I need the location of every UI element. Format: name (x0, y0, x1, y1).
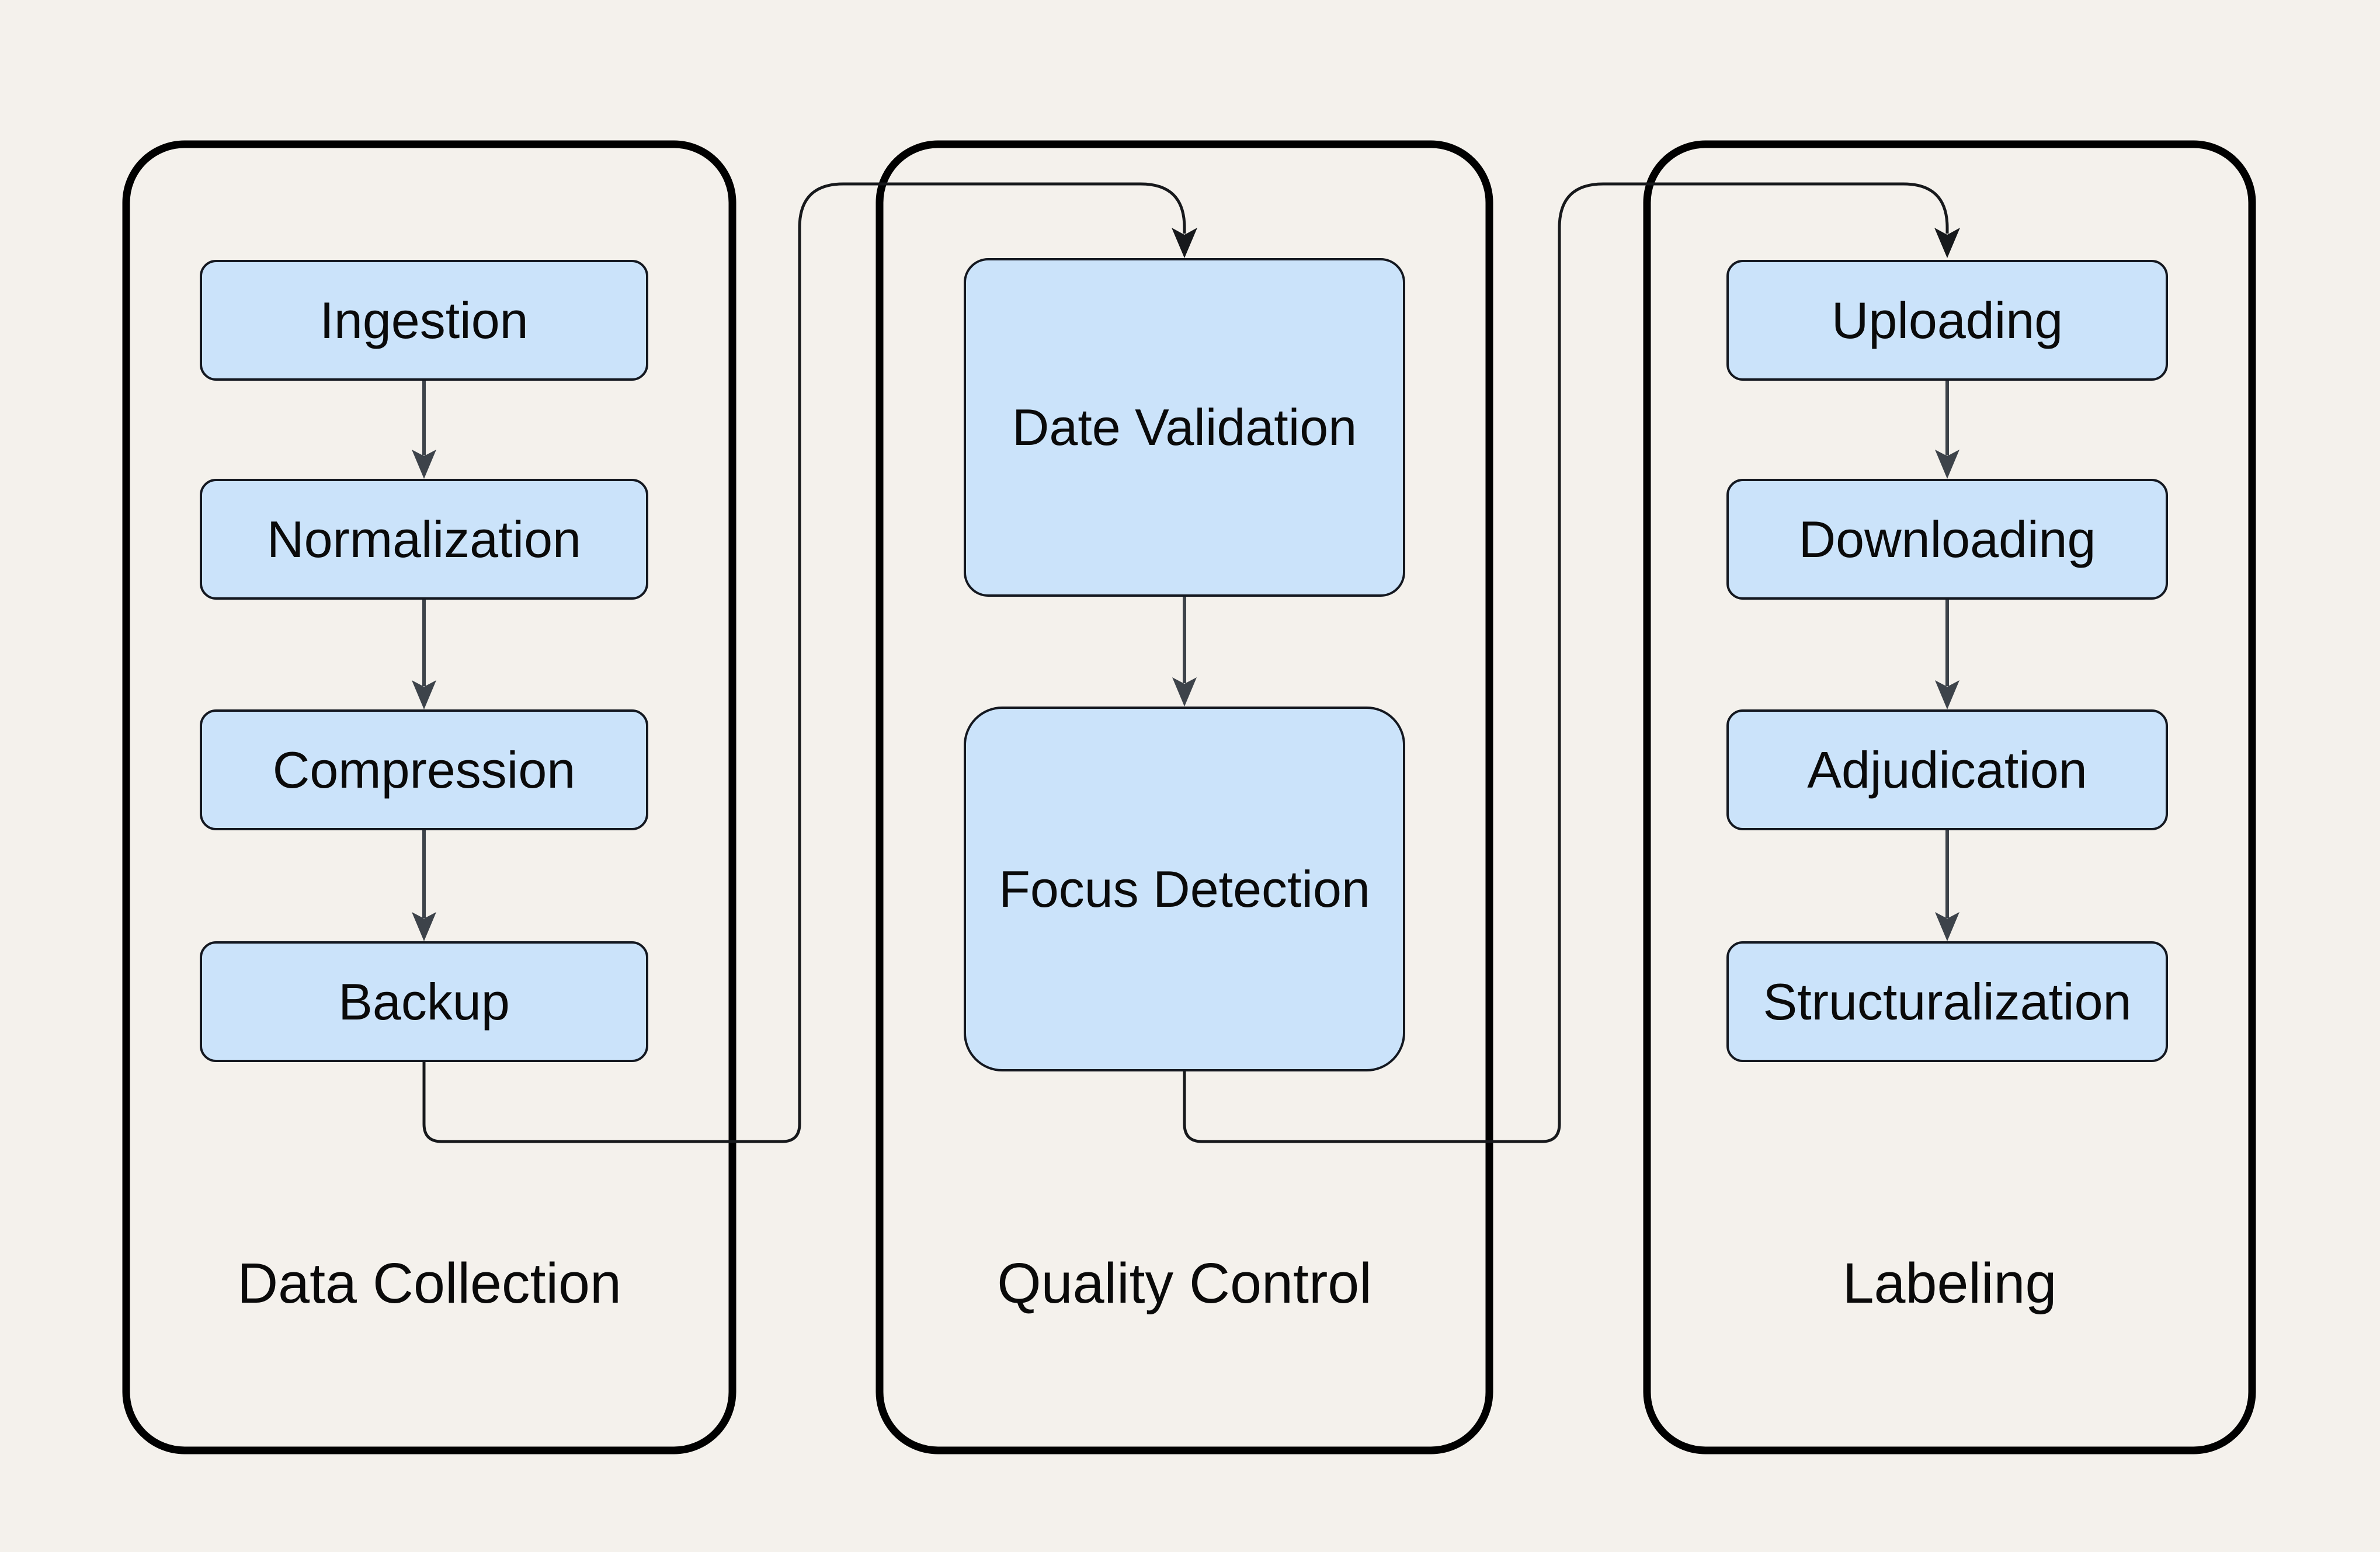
arrowhead-compression-to-backup (412, 912, 436, 941)
link-focus-detection-to-uploading (1183, 182, 1949, 1143)
node-structuralization: Structuralization (1726, 941, 2168, 1062)
group-label-labeling: Labeling (1842, 1251, 2057, 1315)
node-normalization: Normalization (200, 479, 648, 600)
node-adjudication-label: Adjudication (1807, 740, 2087, 799)
node-uploading-label: Uploading (1831, 291, 2063, 349)
node-backup: Backup (200, 941, 648, 1062)
container-quality-control (875, 140, 1493, 1454)
node-normalization-label: Normalization (267, 510, 581, 568)
arrowhead-adjudication-to-structuralization (1935, 912, 1959, 941)
arrowhead-focus-detection-to-uploading (1934, 228, 1960, 258)
node-compression-label: Compression (272, 740, 576, 799)
node-date-validation: Date Validation (964, 258, 1405, 597)
node-ingestion-label: Ingestion (319, 291, 529, 349)
container-data-collection (122, 140, 736, 1454)
node-structuralization-label: Structuralization (1763, 972, 2132, 1031)
node-uploading: Uploading (1726, 260, 2168, 381)
node-adjudication: Adjudication (1726, 709, 2168, 830)
node-ingestion: Ingestion (200, 260, 648, 381)
link-backup-to-date-validation (422, 182, 1186, 1143)
node-focus-detection-label: Focus Detection (999, 859, 1370, 918)
node-downloading-label: Downloading (1798, 510, 2096, 568)
arrowhead-downloading-to-adjudication (1935, 680, 1959, 709)
node-date-validation-label: Date Validation (1012, 398, 1357, 456)
arrowhead-normalization-to-compression (412, 680, 436, 709)
node-focus-detection: Focus Detection (964, 707, 1405, 1071)
arrowhead-backup-to-date-validation (1172, 228, 1197, 258)
node-backup-label: Backup (338, 972, 510, 1031)
group-label-data-collection: Data Collection (237, 1251, 621, 1315)
group-label-quality-control: Quality Control (997, 1251, 1372, 1315)
arrowhead-uploading-to-downloading (1935, 450, 1959, 479)
arrowhead-date-validation-to-focus-detection (1172, 677, 1197, 707)
node-compression: Compression (200, 709, 648, 830)
container-labeling (1643, 140, 2256, 1454)
arrowhead-ingestion-to-normalization (412, 450, 436, 479)
node-downloading: Downloading (1726, 479, 2168, 600)
